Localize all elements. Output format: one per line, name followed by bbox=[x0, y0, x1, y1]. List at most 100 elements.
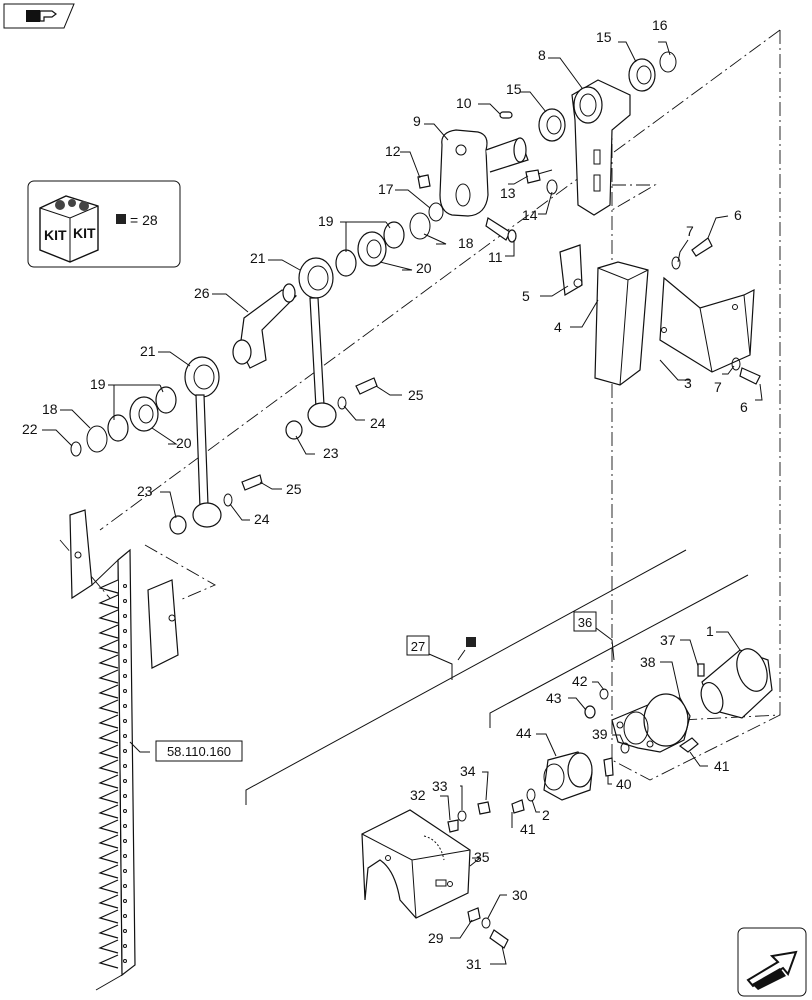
knife-rivet bbox=[123, 959, 127, 963]
part-1-motor bbox=[700, 648, 773, 719]
ref-box-27[interactable]: 27 bbox=[406, 635, 430, 656]
callout-25-upper: 25 bbox=[408, 387, 424, 403]
callout-5: 5 bbox=[522, 288, 530, 304]
part-7-washer-upper bbox=[671, 256, 681, 270]
callout-26: 26 bbox=[194, 285, 210, 301]
callout-38: 38 bbox=[640, 654, 656, 670]
callout-21-upper: 21 bbox=[250, 250, 266, 266]
callout-42: 42 bbox=[572, 673, 588, 689]
knife-tooth bbox=[98, 909, 119, 924]
callout-11: 11 bbox=[488, 249, 503, 265]
svg-text:36: 36 bbox=[578, 615, 592, 630]
knife-rivet bbox=[123, 584, 127, 588]
part-21-bearing-upper bbox=[298, 257, 334, 299]
callout-23-lower: 23 bbox=[137, 483, 153, 499]
part-8-housing-arm bbox=[571, 79, 631, 216]
callout-18-lower: 18 bbox=[42, 401, 58, 417]
kit-marker-icon bbox=[116, 214, 126, 224]
ref-box-36[interactable]: 36 bbox=[573, 611, 597, 632]
callout-4: 4 bbox=[554, 319, 562, 335]
knife-rivet bbox=[123, 944, 127, 948]
callout-31: 31 bbox=[466, 956, 482, 972]
knife-tooth bbox=[98, 834, 119, 849]
svg-text:27: 27 bbox=[411, 639, 425, 654]
callout-10: 10 bbox=[456, 95, 472, 111]
knife-tooth bbox=[98, 639, 119, 654]
knife-rivet bbox=[123, 704, 127, 708]
ref-box-58-110-160[interactable]: 58.110.160 bbox=[155, 740, 243, 762]
part-23-bushing-lower bbox=[169, 515, 187, 535]
callout-12: 12 bbox=[385, 143, 401, 159]
knife-tooth bbox=[98, 594, 119, 609]
part-15-bearing-upper bbox=[628, 58, 656, 92]
part-14-washer bbox=[546, 179, 558, 195]
callout-25-lower: 25 bbox=[286, 481, 302, 497]
next-page-arrow-icon bbox=[746, 950, 798, 990]
callout-6-upper: 6 bbox=[734, 207, 742, 223]
part-19-washers-upper bbox=[335, 221, 405, 277]
part-18-circlip-lower bbox=[86, 425, 108, 453]
part-11-bolt bbox=[485, 217, 517, 243]
callout-17: 17 bbox=[378, 181, 394, 197]
knife-tooth bbox=[98, 699, 119, 714]
knife-rivet bbox=[123, 794, 127, 798]
part-4-shield bbox=[594, 261, 649, 386]
part-41-bolt-left bbox=[511, 799, 525, 814]
next-page-button[interactable] bbox=[737, 927, 807, 997]
part-37-key bbox=[697, 663, 705, 677]
callout-16: 16 bbox=[652, 17, 668, 33]
part-24-washer-upper bbox=[337, 396, 347, 410]
callout-41-right: 41 bbox=[714, 758, 730, 774]
knife-tooth bbox=[98, 924, 119, 939]
part-21-bearing-lower bbox=[184, 356, 220, 398]
kit-package-icon: KIT KIT bbox=[39, 195, 99, 263]
knife-rivet bbox=[123, 809, 127, 813]
back-nav-button[interactable] bbox=[3, 3, 75, 29]
callout-44: 44 bbox=[516, 725, 532, 741]
knife-rivet bbox=[123, 749, 127, 753]
knife-rivet bbox=[123, 824, 127, 828]
knife-tooth bbox=[98, 759, 119, 774]
knife-tooth bbox=[98, 624, 119, 639]
part-9-crank-arm bbox=[439, 129, 529, 217]
callout-35: 35 bbox=[474, 849, 490, 865]
connecting-rod-lower bbox=[192, 394, 222, 528]
callout-37: 37 bbox=[660, 632, 676, 648]
knife-rivet bbox=[123, 929, 127, 933]
part-17-ring bbox=[428, 202, 444, 222]
part-10-pin bbox=[499, 111, 513, 119]
knife-tooth bbox=[98, 879, 119, 894]
part-43-nut bbox=[584, 705, 596, 719]
callout-18-upper: 18 bbox=[458, 235, 474, 251]
group-lines bbox=[245, 549, 749, 805]
callout-1: 1 bbox=[706, 623, 714, 639]
callout-15-lower: 15 bbox=[506, 81, 522, 97]
callout-33: 33 bbox=[432, 778, 448, 794]
part-42-nut bbox=[599, 688, 609, 700]
knife-tooth bbox=[98, 864, 119, 879]
callout-19-lower: 19 bbox=[90, 376, 106, 392]
part-30-washer bbox=[481, 917, 491, 929]
callout-15-upper: 15 bbox=[596, 29, 612, 45]
part-29-clip bbox=[467, 907, 481, 923]
callout-20-lower: 20 bbox=[176, 435, 192, 451]
part-35-cover bbox=[361, 809, 471, 919]
part-12-clip bbox=[417, 174, 431, 189]
knife-tooth bbox=[98, 669, 119, 684]
part-20-bearing-upper bbox=[357, 231, 387, 267]
knife-rivet bbox=[123, 734, 127, 738]
knife-tooth bbox=[98, 609, 119, 624]
knife-tooth bbox=[98, 819, 119, 834]
hand-pointing-icon bbox=[26, 10, 57, 22]
part-5-bracket bbox=[559, 244, 583, 296]
knife-rivet bbox=[123, 629, 127, 633]
part-25-bolt-lower bbox=[241, 474, 263, 491]
knife-rivet bbox=[123, 659, 127, 663]
part-6-bolt-lower bbox=[739, 367, 761, 385]
knife-tooth bbox=[98, 774, 119, 789]
knife-tooth bbox=[98, 579, 119, 594]
part-23-bushing-upper bbox=[285, 420, 303, 440]
knife-tooth bbox=[98, 849, 119, 864]
knife-tooth bbox=[98, 729, 119, 744]
